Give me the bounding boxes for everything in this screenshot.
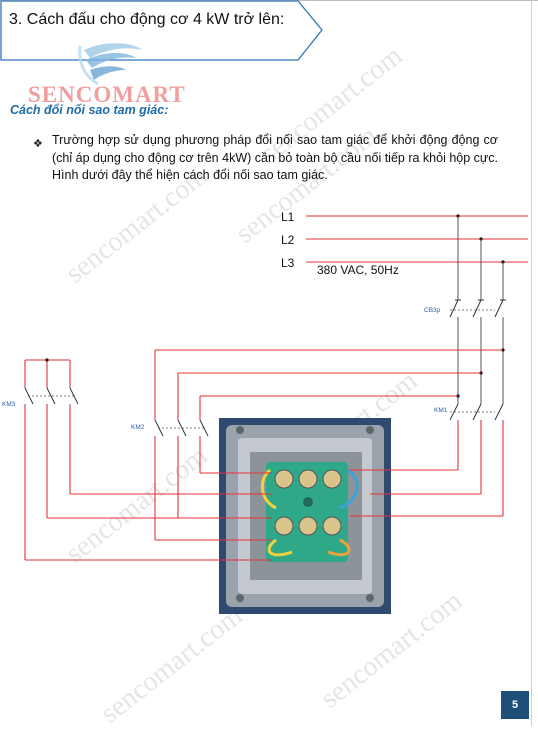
line-label-l1: L1 [281,210,295,224]
section-subtitle: Cách đổi nối sao tam giác: [10,103,169,117]
body-paragraph: Trường hợp sử dụng phương pháp đổi nối s… [52,133,498,182]
wiring-diagram [24,214,528,614]
contactor-km2-label: KM2 [131,424,145,431]
supply-voltage-label: 380 VAC, 50Hz [317,263,399,277]
page-number: 5 [501,691,529,719]
breaker-label: CB3p [424,307,441,314]
page-right-border [531,0,532,726]
line-label-l3: L3 [281,256,295,270]
section-title: 3. Cách đấu cho động cơ 4 kW trở lên: [9,11,285,28]
line-label-l2: L2 [281,233,295,247]
diamond-bullet-icon: ❖ [33,138,43,150]
logo-mark [78,43,142,86]
title-banner [0,0,323,61]
contactor-km1-label: KM1 [434,407,448,414]
contactor-km3-label: KM3 [2,401,16,408]
sencomart-logo-text: SENCOMART [28,82,186,107]
